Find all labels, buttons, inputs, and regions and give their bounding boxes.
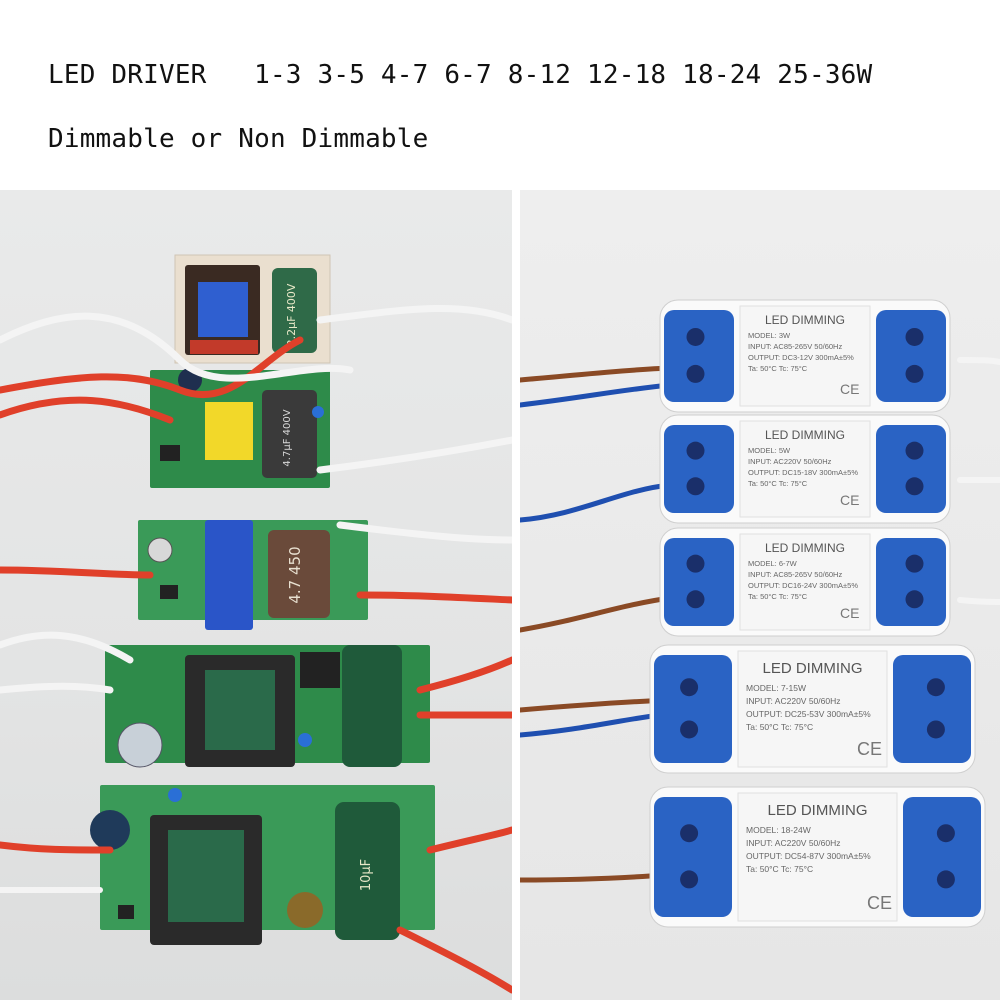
pcb-board-4: 10µF	[90, 785, 435, 945]
driver-module-1: LED DIMMING MODEL: 3W INPUT: AC85-265V 50/…	[659, 299, 951, 413]
module-spec-text-2: INPUT: AC220V 50/60Hz	[746, 696, 841, 706]
driver-module-2: LED DIMMING MODEL: 5W INPUT: AC220V 50/60H…	[659, 414, 951, 524]
capacitor-label-4: 10µF	[359, 859, 374, 891]
terminal-screw-left-2	[680, 720, 699, 739]
title-line-2: Dimmable or Non Dimmable	[48, 124, 429, 154]
module-endcap-right	[903, 797, 981, 917]
module-spec-text-2: INPUT: AC220V 50/60Hz	[746, 838, 841, 848]
terminal-screw-left-2	[686, 590, 705, 609]
ce-mark: CE	[840, 605, 859, 621]
pcb-drivers-photo: 2.2µF 400V 4.7µF 400V 4.7 450	[0, 190, 512, 1000]
module-endcap-right	[876, 310, 946, 402]
terminal-screw-left-2	[680, 870, 699, 889]
module-brand-text: LED DIMMING	[765, 428, 845, 442]
module-endcap-right	[893, 655, 971, 763]
pcb-drivers-illustration: 2.2µF 400V 4.7µF 400V 4.7 450	[0, 254, 512, 994]
ce-mark: CE	[857, 739, 882, 759]
module-endcap-right	[876, 425, 946, 513]
terminal-screw-left-2	[686, 364, 705, 383]
module-spec-text-1: MODEL: 18-24W	[746, 825, 811, 835]
terminal-screw-right-2	[936, 870, 955, 889]
terminal-screw-right-2	[905, 364, 924, 383]
module-endcap-left	[664, 310, 734, 402]
module-endcap-left	[654, 655, 732, 763]
capacitor-label-1: 2.2µF 400V	[285, 283, 298, 346]
terminal-screw-right-1	[936, 824, 955, 843]
pcb-wires	[0, 304, 512, 994]
module-label-panel	[737, 650, 888, 768]
ce-mark: CE	[840, 492, 859, 508]
enclosed-drivers-illustration: LED DIMMING MODEL: 3W INPUT: AC85-265V 50/…	[520, 299, 1000, 928]
module-brand-text: LED DIMMING	[765, 313, 845, 327]
terminal-screw-right-1	[926, 678, 945, 697]
module-endcap-left	[654, 797, 732, 917]
module-spec-text-3: OUTPUT: DC3-12V 300mA±5%	[748, 353, 854, 362]
module-spec-text-1: MODEL: 6-7W	[748, 559, 798, 568]
module-spec-text-2: INPUT: AC85-265V 50/60Hz	[748, 342, 842, 351]
terminal-screw-right-2	[905, 477, 924, 496]
module-brand-text: LED DIMMING	[765, 541, 845, 555]
title-line-1: LED DRIVER 1-3 3-5 4-7 6-7 8-12 12-18 18…	[48, 60, 873, 90]
module-label-panel	[739, 420, 871, 518]
module-endcap-left	[664, 538, 734, 626]
capacitor-label-3: 4.7 450	[286, 546, 304, 603]
enclosed-drivers-photo: LED DIMMING MODEL: 3W INPUT: AC85-265V 50/…	[520, 190, 1000, 1000]
module-spec-text-4: Ta: 50°C Tc: 75°C	[748, 364, 808, 373]
module-brand-text: LED DIMMING	[767, 802, 867, 819]
terminal-screw-right-2	[926, 720, 945, 739]
ce-mark: CE	[867, 893, 892, 913]
module-label-panel	[739, 533, 871, 631]
module-spec-text-3: OUTPUT: DC15-18V 300mA±5%	[748, 468, 858, 477]
pcb-board-2: 4.7 450	[138, 520, 368, 630]
module-spec-text-3: OUTPUT: DC25-53V 300mA±5%	[746, 709, 871, 719]
module-spec-text-3: OUTPUT: DC54-87V 300mA±5%	[746, 851, 871, 861]
module-endcap-right	[876, 538, 946, 626]
terminal-screw-right-1	[905, 441, 924, 460]
driver-module-3: LED DIMMING MODEL: 6-7W INPUT: AC85-265V 5…	[659, 527, 951, 637]
module-spec-text-3: OUTPUT: DC16-24V 300mA±5%	[748, 581, 858, 590]
terminal-screw-right-1	[905, 554, 924, 573]
module-spec-text-1: MODEL: 7-15W	[746, 683, 806, 693]
header-banner: LED DRIVER 1-3 3-5 4-7 6-7 8-12 12-18 18…	[0, 0, 1000, 190]
terminal-screw-right-1	[905, 327, 924, 346]
photo-divider	[512, 190, 520, 1000]
module-spec-text-1: MODEL: 3W	[748, 331, 791, 340]
terminal-screw-right-2	[905, 590, 924, 609]
module-brand-text: LED DIMMING	[762, 660, 862, 677]
terminal-screw-left-2	[686, 477, 705, 496]
terminal-screw-left-1	[686, 441, 705, 460]
driver-module-4: LED DIMMING MODEL: 7-15W INPUT: AC220V 50/…	[649, 644, 976, 774]
module-spec-text-1: MODEL: 5W	[748, 446, 791, 455]
terminal-screw-left-1	[686, 554, 705, 573]
driver-modules: LED DIMMING MODEL: 3W INPUT: AC85-265V 50/…	[649, 299, 986, 928]
module-label-panel	[737, 792, 898, 922]
capacitor-label-2: 4.7µF 400V	[282, 409, 293, 466]
module-spec-text-2: INPUT: AC220V 50/60Hz	[748, 457, 832, 466]
module-spec-text-4: Ta: 50°C Tc: 75°C	[748, 479, 808, 488]
terminal-screw-left-1	[680, 824, 699, 843]
pcb-board-1: 2.2µF 400V 4.7µF 400V	[150, 254, 331, 488]
module-spec-text-2: INPUT: AC85-265V 50/60Hz	[748, 570, 842, 579]
module-spec-text-4: Ta: 50°C Tc: 75°C	[746, 722, 813, 732]
module-spec-text-4: Ta: 50°C Tc: 75°C	[746, 864, 813, 874]
terminal-screw-left-1	[686, 327, 705, 346]
ce-mark: CE	[840, 381, 859, 397]
driver-module-5: LED DIMMING MODEL: 18-24W INPUT: AC220V 50…	[649, 786, 986, 928]
pcb-board-3	[105, 645, 430, 768]
terminal-screw-left-1	[680, 678, 699, 697]
module-endcap-left	[664, 425, 734, 513]
module-label-panel	[739, 305, 871, 407]
module-spec-text-4: Ta: 50°C Tc: 75°C	[748, 592, 808, 601]
